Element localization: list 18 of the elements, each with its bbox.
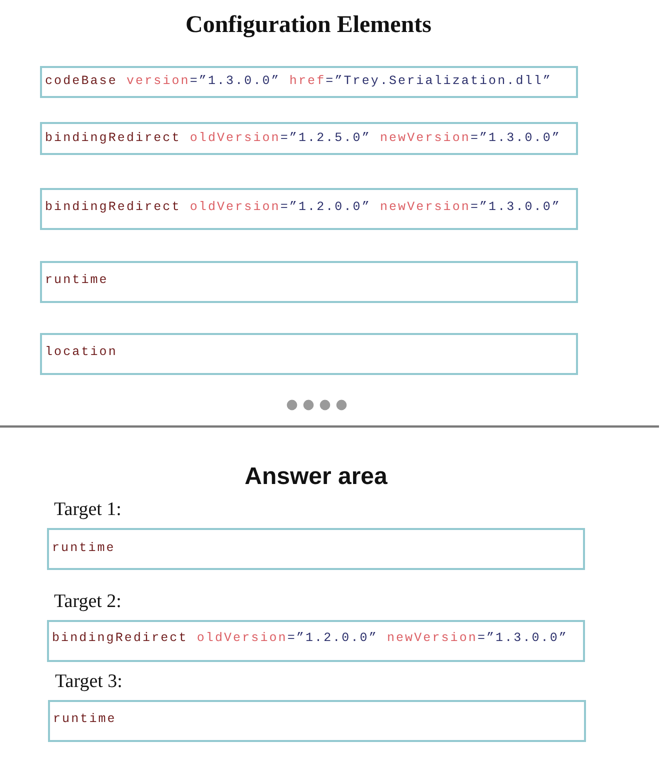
- code-text: runtime: [45, 272, 108, 288]
- target-label: Target 2:: [54, 591, 122, 613]
- code-text: runtime: [52, 540, 116, 556]
- code-text: runtime: [53, 711, 116, 727]
- element-box: [40, 188, 578, 230]
- code-text: bindingRedirect oldVersion=”1.2.0.0” newVersion=”1.3.0.0”: [52, 630, 568, 646]
- element-box: [40, 66, 578, 98]
- target-label: Target 1:: [54, 499, 122, 521]
- code-text: location: [45, 344, 118, 360]
- target-label: Target 3:: [55, 671, 122, 693]
- code-text: codeBase version=”1.3.0.0” href=”Trey.Serialization.dll”: [45, 73, 552, 89]
- section-heading: Answer area: [244, 463, 388, 491]
- element-box: [40, 333, 578, 375]
- code-text: bindingRedirect oldVersion=”1.2.5.0” newVersion=”1.3.0.0”: [45, 130, 561, 146]
- title: Configuration Elements: [184, 12, 432, 39]
- element-box: [40, 261, 578, 303]
- element-box: [40, 122, 578, 155]
- code-text: bindingRedirect oldVersion=”1.2.0.0” newVersion=”1.3.0.0”: [45, 199, 561, 215]
